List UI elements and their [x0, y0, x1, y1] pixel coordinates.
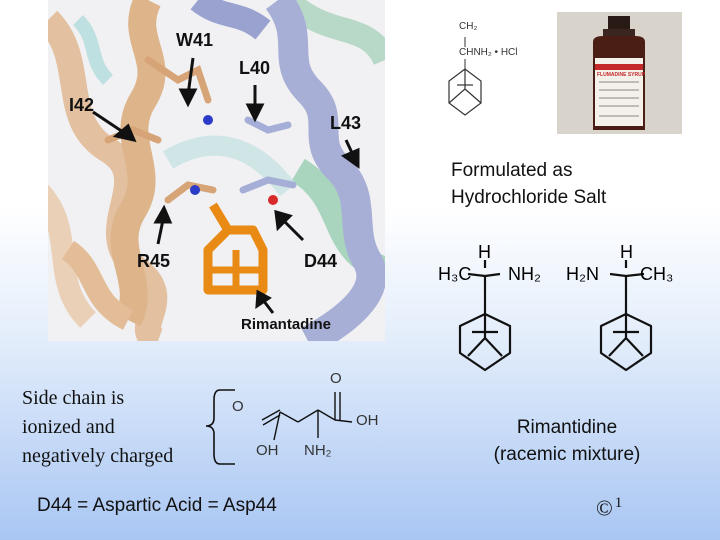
- label-l40: L40: [239, 58, 271, 78]
- side-chain-caption: Side chain is ionized and negatively cha…: [22, 384, 173, 471]
- label-d44: D44: [304, 251, 338, 271]
- left-ch3-label: H₃C: [438, 264, 472, 284]
- copyright-mark: ©1: [596, 495, 622, 521]
- asp-o-top: O: [330, 370, 342, 387]
- label-w41: W41: [176, 30, 214, 50]
- aspartic-acid-structure: O O OH OH NH₂: [200, 370, 390, 470]
- syrup-bottle-photo: FLUMADINE SYRUP: [557, 12, 682, 134]
- d44-caption: D44 = Aspartic Acid = Asp44: [37, 495, 277, 516]
- bottle-label-text: FLUMADINE SYRUP: [597, 72, 646, 78]
- bottle-graphic: [557, 12, 682, 134]
- protein-structure-image: W41 L40 I42 L43 R45 D44 Rimantadine: [48, 0, 385, 341]
- label-rimantadine: Rimantadine: [241, 316, 332, 333]
- protein-ribbon-graphic: [48, 0, 385, 341]
- aspartic-acid-graphic: [205, 389, 353, 465]
- ch2-label: CH₂: [459, 21, 478, 32]
- right-ch3-label: CH₃: [640, 264, 674, 284]
- asp-nh2: NH₂: [304, 442, 332, 459]
- rimantidine-line2: (racemic mixture): [493, 444, 641, 465]
- enantiomer-structures-graphic: [458, 260, 653, 372]
- label-i42: I42: [69, 95, 95, 115]
- left-h-label: H: [478, 242, 491, 262]
- hydrochloride-structure-graphic: [448, 37, 482, 116]
- asp-oh-right: OH: [356, 412, 379, 429]
- hydrochloride-structure: CH₂ CHNH₂ • HCl: [437, 15, 527, 125]
- side-chain-line2: ionized and: [22, 416, 115, 438]
- copyright-number: 1: [614, 495, 623, 511]
- asp-oh-bottom: OH: [256, 442, 279, 459]
- rimantidine-line1: Rimantidine: [516, 417, 618, 438]
- asp-o-left: O: [232, 398, 244, 415]
- rimantidine-caption: Rimantidine (racemic mixture): [452, 414, 682, 468]
- amine-hcl-label: CHNH₂ • HCl: [459, 47, 518, 58]
- formulated-caption: Formulated as Hydrochloride Salt: [451, 157, 606, 211]
- formulated-caption-line2: Hydrochloride Salt: [451, 187, 607, 208]
- label-l43: L43: [330, 113, 362, 133]
- right-h-label: H: [620, 242, 633, 262]
- copyright-symbol: ©: [596, 495, 613, 521]
- formulated-caption-line1: Formulated as: [451, 160, 573, 181]
- right-nh2-label: H₂N: [566, 264, 599, 284]
- label-r45: R45: [137, 251, 171, 271]
- side-chain-line3: negatively charged: [22, 445, 174, 467]
- side-chain-line1: Side chain is: [22, 387, 125, 409]
- enantiomer-structures: H H₃C NH₂ H H₂N CH₃: [430, 242, 710, 388]
- left-nh2-label: NH₂: [508, 264, 541, 284]
